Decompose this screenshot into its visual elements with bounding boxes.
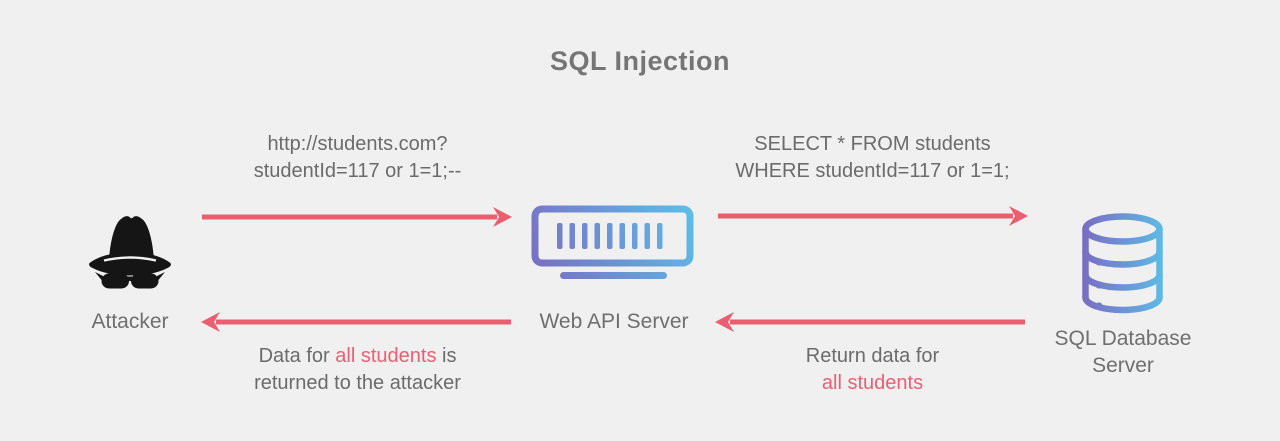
attacker-response-line2: returned to the attacker [254, 372, 461, 394]
attacker-response-label: Data for all students is returned to the… [175, 343, 540, 397]
request-url-line1: http://students.com? [267, 133, 448, 155]
attacker-response-line1: Data for all students is [175, 343, 540, 370]
attacker-response-suffix: is [436, 345, 457, 367]
db-response-highlight: all students [821, 372, 924, 394]
attacker-response-highlight: all students [335, 345, 437, 367]
diagram-title: SQL Injection [549, 46, 731, 76]
sql-query-line2: WHERE studentId=117 or 1=1; [735, 160, 1010, 182]
request-url-line2: studentId=117 or 1=1;-- [253, 160, 462, 182]
sql-database-label-line1: SQL Database [1054, 327, 1192, 350]
attacker-response-prefix: Data for [258, 345, 336, 367]
sql-database-server-label: SQL Database Server [1030, 325, 1216, 379]
spy-hat-mask-icon [89, 216, 171, 289]
arrow-attacker-to-server [202, 207, 512, 227]
server-icon [531, 205, 694, 279]
sql-query-label: SELECT * FROM students WHERE studentId=1… [690, 131, 1055, 185]
arrow-db-to-server [715, 312, 1025, 332]
web-api-server-label: Web API Server [539, 310, 689, 333]
attacker-label: Attacker [91, 310, 169, 333]
db-response-line1: Return data for [805, 345, 940, 367]
db-response-label: Return data for all students [730, 343, 1015, 397]
arrow-server-to-attacker [201, 312, 511, 332]
sql-database-label-line2: Server [1092, 354, 1154, 377]
database-icon [1082, 213, 1163, 314]
sql-query-line1: SELECT * FROM students [754, 133, 991, 155]
arrow-server-to-db [718, 206, 1028, 226]
request-url-label: http://students.com? studentId=117 or 1=… [175, 131, 540, 185]
